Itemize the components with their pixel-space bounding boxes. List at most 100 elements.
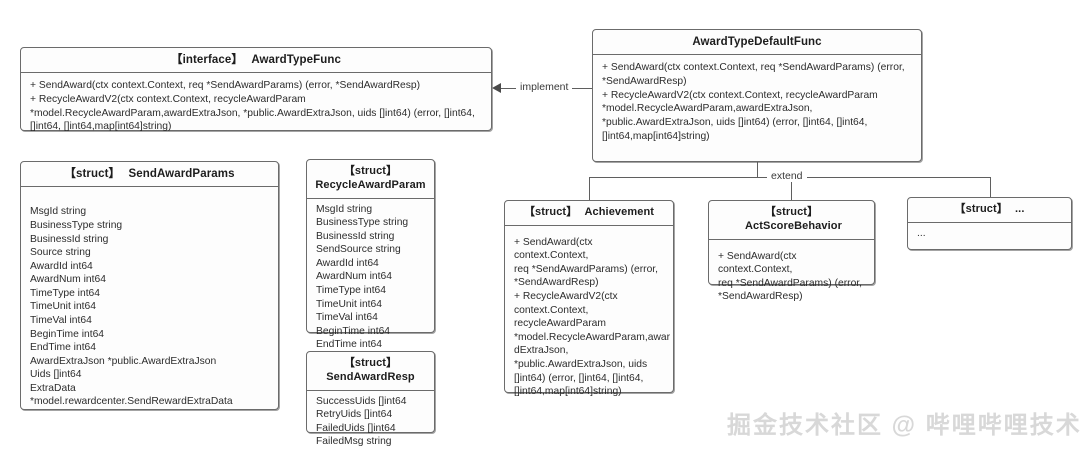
class-name-label: AwardTypeFunc xyxy=(251,54,342,66)
member-row: FailedUids []int64 xyxy=(316,422,396,434)
class-header-achievement: 【struct】 Achievement xyxy=(505,201,673,226)
class-members-send-award-resp: SuccessUids []int64 RetryUids []int64 Fa… xyxy=(307,391,434,456)
stereotype-label: 【interface】 xyxy=(170,54,244,66)
class-members-achievement: + SendAward(ctx context.Context, req *Se… xyxy=(505,226,673,406)
member-row: *model.RecycleAwardParam,awardExtraJson, xyxy=(602,103,813,115)
member-row: + SendAward(ctx context.Context, req *Se… xyxy=(602,62,905,74)
class-name-label: ... xyxy=(1015,203,1025,215)
class-header-recycle-award-param: 【struct】 RecycleAwardParam xyxy=(307,160,434,199)
member-row: req *SendAwardParams) (error, xyxy=(514,263,659,275)
class-name-label: AwardTypeDefaultFunc xyxy=(692,36,822,48)
extend-drop-actscorebehavior xyxy=(791,177,792,201)
member-row: TimeVal int64 xyxy=(30,315,92,326)
member-row: TimeVal int64 xyxy=(316,312,378,324)
class-header-ellipsis-struct: 【struct】 ... xyxy=(908,198,1071,223)
class-name-label: ActScoreBehavior xyxy=(745,219,842,232)
member-row: TimeUnit int64 xyxy=(30,301,96,313)
extend-edge-label: extend xyxy=(767,171,807,182)
class-members-award-type-func: + SendAward(ctx context.Context, req *Se… xyxy=(21,73,491,141)
member-row: BusinessId string xyxy=(316,230,395,242)
stereotype-label: 【struct】 xyxy=(343,357,398,369)
member-row: AwardId int64 xyxy=(30,260,93,272)
class-header-award-type-func: 【interface】 AwardTypeFunc xyxy=(21,48,491,74)
member-row: *SendAwardResp) xyxy=(602,76,687,88)
watermark-text: 掘金技术社区 @ 哔哩哔哩技术 xyxy=(727,412,1080,439)
class-name-label: SendAwardParams xyxy=(128,168,235,180)
class-box-recycle-award-param[interactable]: 【struct】 RecycleAwardParam MsgId string … xyxy=(306,159,435,350)
member-row: + SendAward(ctx context.Context, req *Se… xyxy=(30,80,421,92)
member-row: TimeType int64 xyxy=(316,284,387,296)
class-name-label: Achievement xyxy=(584,206,655,218)
member-row: BusinessId string xyxy=(30,233,109,245)
member-row: RetryUids []int64 xyxy=(316,409,393,421)
member-row: SendSource string xyxy=(316,244,401,256)
member-row: *SendAwardResp) xyxy=(718,291,803,303)
class-members-award-type-default-func: + SendAward(ctx context.Context, req *Se… xyxy=(593,55,921,150)
member-row: MsgId string xyxy=(316,203,373,215)
member-row: BusinessType string xyxy=(30,219,123,231)
extend-drop-ellipsis xyxy=(990,177,991,198)
member-row: BusinessType string xyxy=(316,217,409,229)
member-row: TimeType int64 xyxy=(30,287,101,299)
extend-drop-achievement xyxy=(589,177,590,201)
class-box-send-award-params[interactable]: 【struct】 SendAwardParams MsgId string Bu… xyxy=(20,161,279,410)
extend-riser-line xyxy=(757,161,758,178)
class-box-award-type-default-func[interactable]: AwardTypeDefaultFunc + SendAward(ctx con… xyxy=(592,29,922,162)
member-row: dExtraJson, xyxy=(514,345,569,357)
member-row: *public.AwardExtraJson, uids []int64) (e… xyxy=(602,117,868,129)
member-row: AwardNum int64 xyxy=(30,274,106,286)
member-row: Uids []int64 xyxy=(30,369,82,381)
member-row: TimeUnit int64 xyxy=(316,298,382,310)
member-row: ... xyxy=(917,227,926,239)
member-row: []int64) (error, []int64, []int64, xyxy=(514,372,644,384)
implement-edge-label: implement xyxy=(516,82,573,93)
member-row: req *SendAwardParams) (error, xyxy=(718,277,863,289)
member-row: ExtraData *model.rewardcenter.SendReward… xyxy=(30,382,233,408)
member-row: *model.RecycleAwardParam,awar xyxy=(514,331,671,343)
member-row: SuccessUids []int64 xyxy=(316,395,407,407)
stereotype-label: 【struct】 xyxy=(343,165,398,177)
member-row: AwardNum int64 xyxy=(316,271,392,283)
member-row: EndTime int64 xyxy=(316,339,383,351)
class-name-label: SendAwardResp xyxy=(326,370,415,383)
class-box-send-award-resp[interactable]: 【struct】 SendAwardResp SuccessUids []int… xyxy=(306,351,435,447)
member-row: + SendAward(ctx context.Context, xyxy=(514,236,596,262)
class-header-act-score-behavior: 【struct】 ActScoreBehavior xyxy=(709,201,874,240)
class-box-ellipsis-struct[interactable]: 【struct】 ... ... xyxy=(907,197,1072,250)
member-row: + RecycleAwardV2(ctx context.Context, re… xyxy=(602,89,878,101)
member-row: + RecycleAwardV2(ctx context.Context, re… xyxy=(30,94,306,106)
class-members-ellipsis-struct: ... xyxy=(908,223,1071,248)
class-box-act-score-behavior[interactable]: 【struct】 ActScoreBehavior + SendAward(ct… xyxy=(708,200,875,302)
member-row: FailedMsg string xyxy=(316,436,392,448)
member-row: *model.RecycleAwardParam,awardExtraJson,… xyxy=(30,107,475,119)
member-row: MsgId string xyxy=(30,206,87,218)
class-header-award-type-default-func: AwardTypeDefaultFunc xyxy=(593,30,921,56)
member-row: BeginTime int64 xyxy=(30,328,105,340)
stereotype-label: 【struct】 xyxy=(523,206,578,218)
member-row: EndTime int64 xyxy=(30,342,97,354)
class-box-achievement[interactable]: 【struct】 Achievement + SendAward(ctx con… xyxy=(504,200,674,397)
member-row: + SendAward(ctx context.Context, xyxy=(718,250,800,276)
class-members-send-award-params: MsgId string BusinessType string Busines… xyxy=(21,187,278,416)
member-row: context.Context, xyxy=(514,304,589,316)
stereotype-label: 【struct】 xyxy=(954,203,1008,215)
stereotype-label: 【struct】 xyxy=(64,168,121,180)
member-row: Source string xyxy=(30,247,91,259)
member-row: []int64,map[int64]string) xyxy=(514,386,622,398)
member-row: []int64, []int64,map[int64]string) xyxy=(30,121,172,133)
member-row: *public.AwardExtraJson, uids xyxy=(514,358,648,370)
class-members-act-score-behavior: + SendAward(ctx context.Context, req *Se… xyxy=(709,240,874,311)
class-header-send-award-resp: 【struct】 SendAwardResp xyxy=(307,352,434,391)
class-name-label: RecycleAwardParam xyxy=(315,178,426,191)
class-members-recycle-award-param: MsgId string BusinessType string Busines… xyxy=(307,199,434,359)
member-row: AwardExtraJson *public.AwardExtraJson xyxy=(30,355,217,367)
member-row: AwardId int64 xyxy=(316,257,379,269)
member-row: recycleAwardParam xyxy=(514,318,606,330)
member-row: BeginTime int64 xyxy=(316,325,391,337)
member-row: []int64,map[int64]string) xyxy=(602,130,710,142)
class-box-award-type-func[interactable]: 【interface】 AwardTypeFunc + SendAward(ct… xyxy=(20,47,492,132)
member-row: + RecycleAwardV2(ctx xyxy=(514,291,618,303)
implement-arrow-head xyxy=(492,83,501,93)
class-header-send-award-params: 【struct】 SendAwardParams xyxy=(21,162,278,188)
